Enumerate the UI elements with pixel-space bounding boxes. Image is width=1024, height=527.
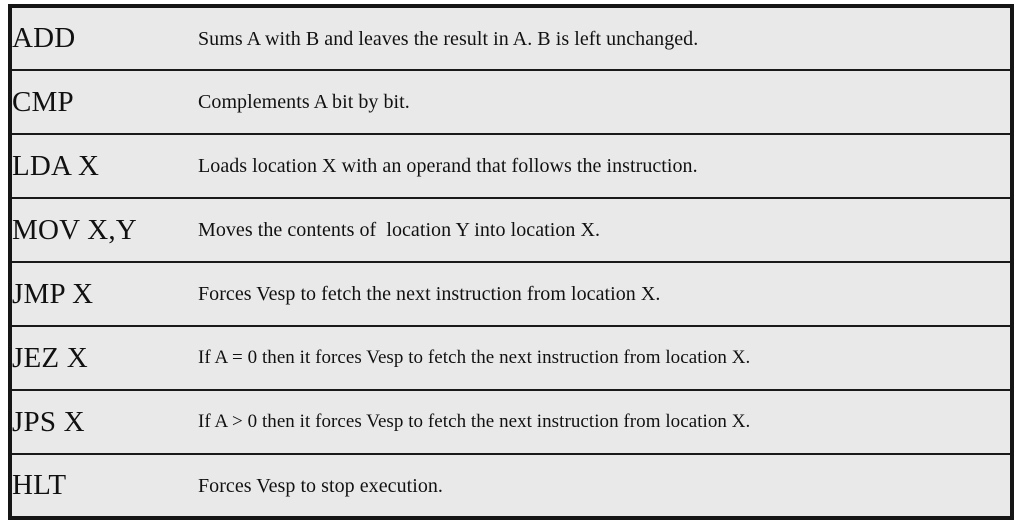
table-row: MOV X,Y Moves the contents of location Y…	[10, 198, 1012, 263]
table-row: JPS X If A > 0 then it forces Vesp to fe…	[10, 390, 1012, 455]
instruction-description-cell: Moves the contents of location Y into lo…	[198, 198, 1012, 263]
instruction-description-cell: Forces Vesp to fetch the next instructio…	[198, 262, 1012, 327]
instruction-mnemonic-text: JPS X	[12, 405, 85, 438]
instruction-set-table: ADD Sums A with B and leaves the result …	[8, 4, 1014, 520]
instruction-description-cell: If A = 0 then it forces Vesp to fetch th…	[198, 326, 1012, 391]
instruction-mnemonic-cell: HLT	[10, 454, 198, 518]
instruction-mnemonic-cell: JMP X	[10, 262, 198, 327]
instruction-description-text: Sums A with B and leaves the result in A…	[198, 27, 699, 50]
instruction-description-text: Complements A bit by bit.	[198, 91, 410, 113]
table-row: JMP X Forces Vesp to fetch the next inst…	[10, 262, 1012, 327]
instruction-mnemonic-cell: LDA X	[10, 134, 198, 199]
instruction-mnemonic-text: JMP X	[12, 277, 94, 310]
instruction-mnemonic-text: CMP	[12, 85, 74, 118]
instruction-description-text: Forces Vesp to stop execution.	[198, 474, 443, 497]
instruction-mnemonic-cell: MOV X,Y	[10, 198, 198, 263]
instruction-description-text: Forces Vesp to fetch the next instructio…	[198, 283, 661, 305]
instruction-mnemonic-text: HLT	[12, 469, 67, 502]
instruction-description-text: Loads location X with an operand that fo…	[198, 155, 698, 177]
instruction-description-cell: Complements A bit by bit.	[198, 70, 1012, 135]
instruction-description-cell: Sums A with B and leaves the result in A…	[198, 6, 1012, 71]
instruction-mnemonic-text: MOV X,Y	[12, 213, 137, 246]
instruction-description-cell: Forces Vesp to stop execution.	[198, 454, 1012, 518]
instruction-mnemonic-text: LDA X	[12, 149, 100, 182]
instruction-mnemonic-text: JEZ X	[12, 341, 88, 374]
instruction-description-text: If A = 0 then it forces Vesp to fetch th…	[198, 346, 751, 368]
instruction-description-cell: If A > 0 then it forces Vesp to fetch th…	[198, 390, 1012, 455]
table-row: CMP Complements A bit by bit.	[10, 70, 1012, 135]
instruction-description-text: Moves the contents of location Y into lo…	[198, 219, 601, 241]
instruction-mnemonic-cell: JEZ X	[10, 326, 198, 391]
table-row: JEZ X If A = 0 then it forces Vesp to fe…	[10, 326, 1012, 391]
instruction-mnemonic-text: ADD	[12, 22, 76, 55]
instruction-mnemonic-cell: JPS X	[10, 390, 198, 455]
instruction-mnemonic-cell: CMP	[10, 70, 198, 135]
instruction-description-cell: Loads location X with an operand that fo…	[198, 134, 1012, 199]
instruction-description-text: If A > 0 then it forces Vesp to fetch th…	[198, 410, 751, 432]
table-row: ADD Sums A with B and leaves the result …	[10, 6, 1012, 71]
table-row: LDA X Loads location X with an operand t…	[10, 134, 1012, 199]
instruction-table-body: ADD Sums A with B and leaves the result …	[10, 6, 1012, 518]
table-row: HLT Forces Vesp to stop execution.	[10, 454, 1012, 518]
instruction-mnemonic-cell: ADD	[10, 6, 198, 71]
